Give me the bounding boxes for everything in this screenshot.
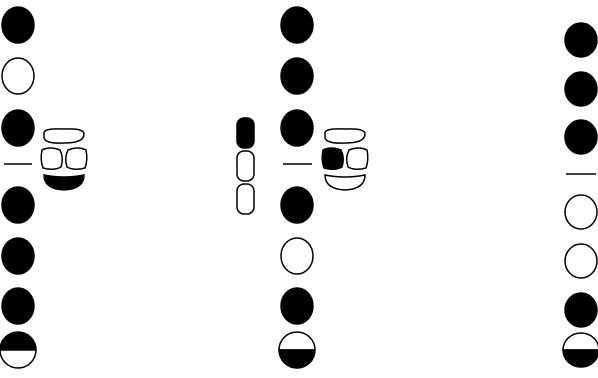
side-key-3-open bbox=[236, 183, 255, 215]
key-bottom-closed bbox=[43, 174, 85, 191]
finger-hole-6-closed bbox=[280, 287, 314, 325]
finger-hole-2-closed bbox=[564, 71, 598, 107]
key-top-open bbox=[324, 128, 366, 144]
side-key-2-open bbox=[236, 150, 255, 182]
thumb-hole-half-bottom-open bbox=[0, 331, 37, 369]
finger-hole-2-closed bbox=[280, 57, 314, 95]
finger-hole-4-closed bbox=[1, 186, 35, 224]
thumb-hole-top-half bbox=[0, 331, 37, 351]
fingering-chart-1 bbox=[0, 6, 88, 369]
finger-hole-6-closed bbox=[564, 292, 598, 328]
key-cluster bbox=[321, 128, 369, 191]
key-right-open bbox=[345, 147, 369, 171]
fingering-chart-3 bbox=[562, 22, 598, 368]
key-left-open bbox=[40, 147, 64, 171]
finger-hole-1-closed bbox=[564, 22, 598, 58]
finger-hole-4-closed bbox=[280, 186, 314, 224]
thumb-hole-bottom-half bbox=[562, 349, 598, 368]
thumb-hole-half-bottom-closed bbox=[278, 331, 316, 369]
key-top-open bbox=[43, 128, 85, 144]
finger-hole-3-closed bbox=[564, 119, 598, 155]
finger-hole-5-open bbox=[564, 243, 598, 279]
side-keys bbox=[236, 117, 255, 215]
thumb-hole-top-half bbox=[562, 332, 598, 351]
side-key-1-closed bbox=[236, 117, 255, 149]
fingering-chart-2 bbox=[236, 6, 369, 369]
finger-hole-5-open bbox=[280, 237, 314, 275]
thumb-hole-bottom-half bbox=[0, 349, 37, 369]
finger-hole-1-closed bbox=[280, 6, 314, 44]
thumb-hole-top-half bbox=[278, 331, 316, 351]
key-cluster bbox=[40, 128, 88, 191]
finger-hole-3-closed bbox=[1, 109, 35, 147]
thumb-hole-half-bottom-closed bbox=[562, 332, 598, 368]
finger-hole-2-open bbox=[1, 57, 35, 95]
finger-hole-6-closed bbox=[1, 287, 35, 325]
finger-hole-1-closed bbox=[1, 6, 35, 44]
finger-hole-4-open bbox=[564, 194, 598, 230]
key-bottom-open bbox=[324, 174, 366, 191]
thumb-hole-bottom-half bbox=[278, 349, 316, 369]
key-right-open bbox=[64, 147, 88, 171]
key-left-closed bbox=[321, 147, 345, 171]
finger-hole-3-closed bbox=[280, 109, 314, 147]
finger-hole-5-closed bbox=[1, 237, 35, 275]
